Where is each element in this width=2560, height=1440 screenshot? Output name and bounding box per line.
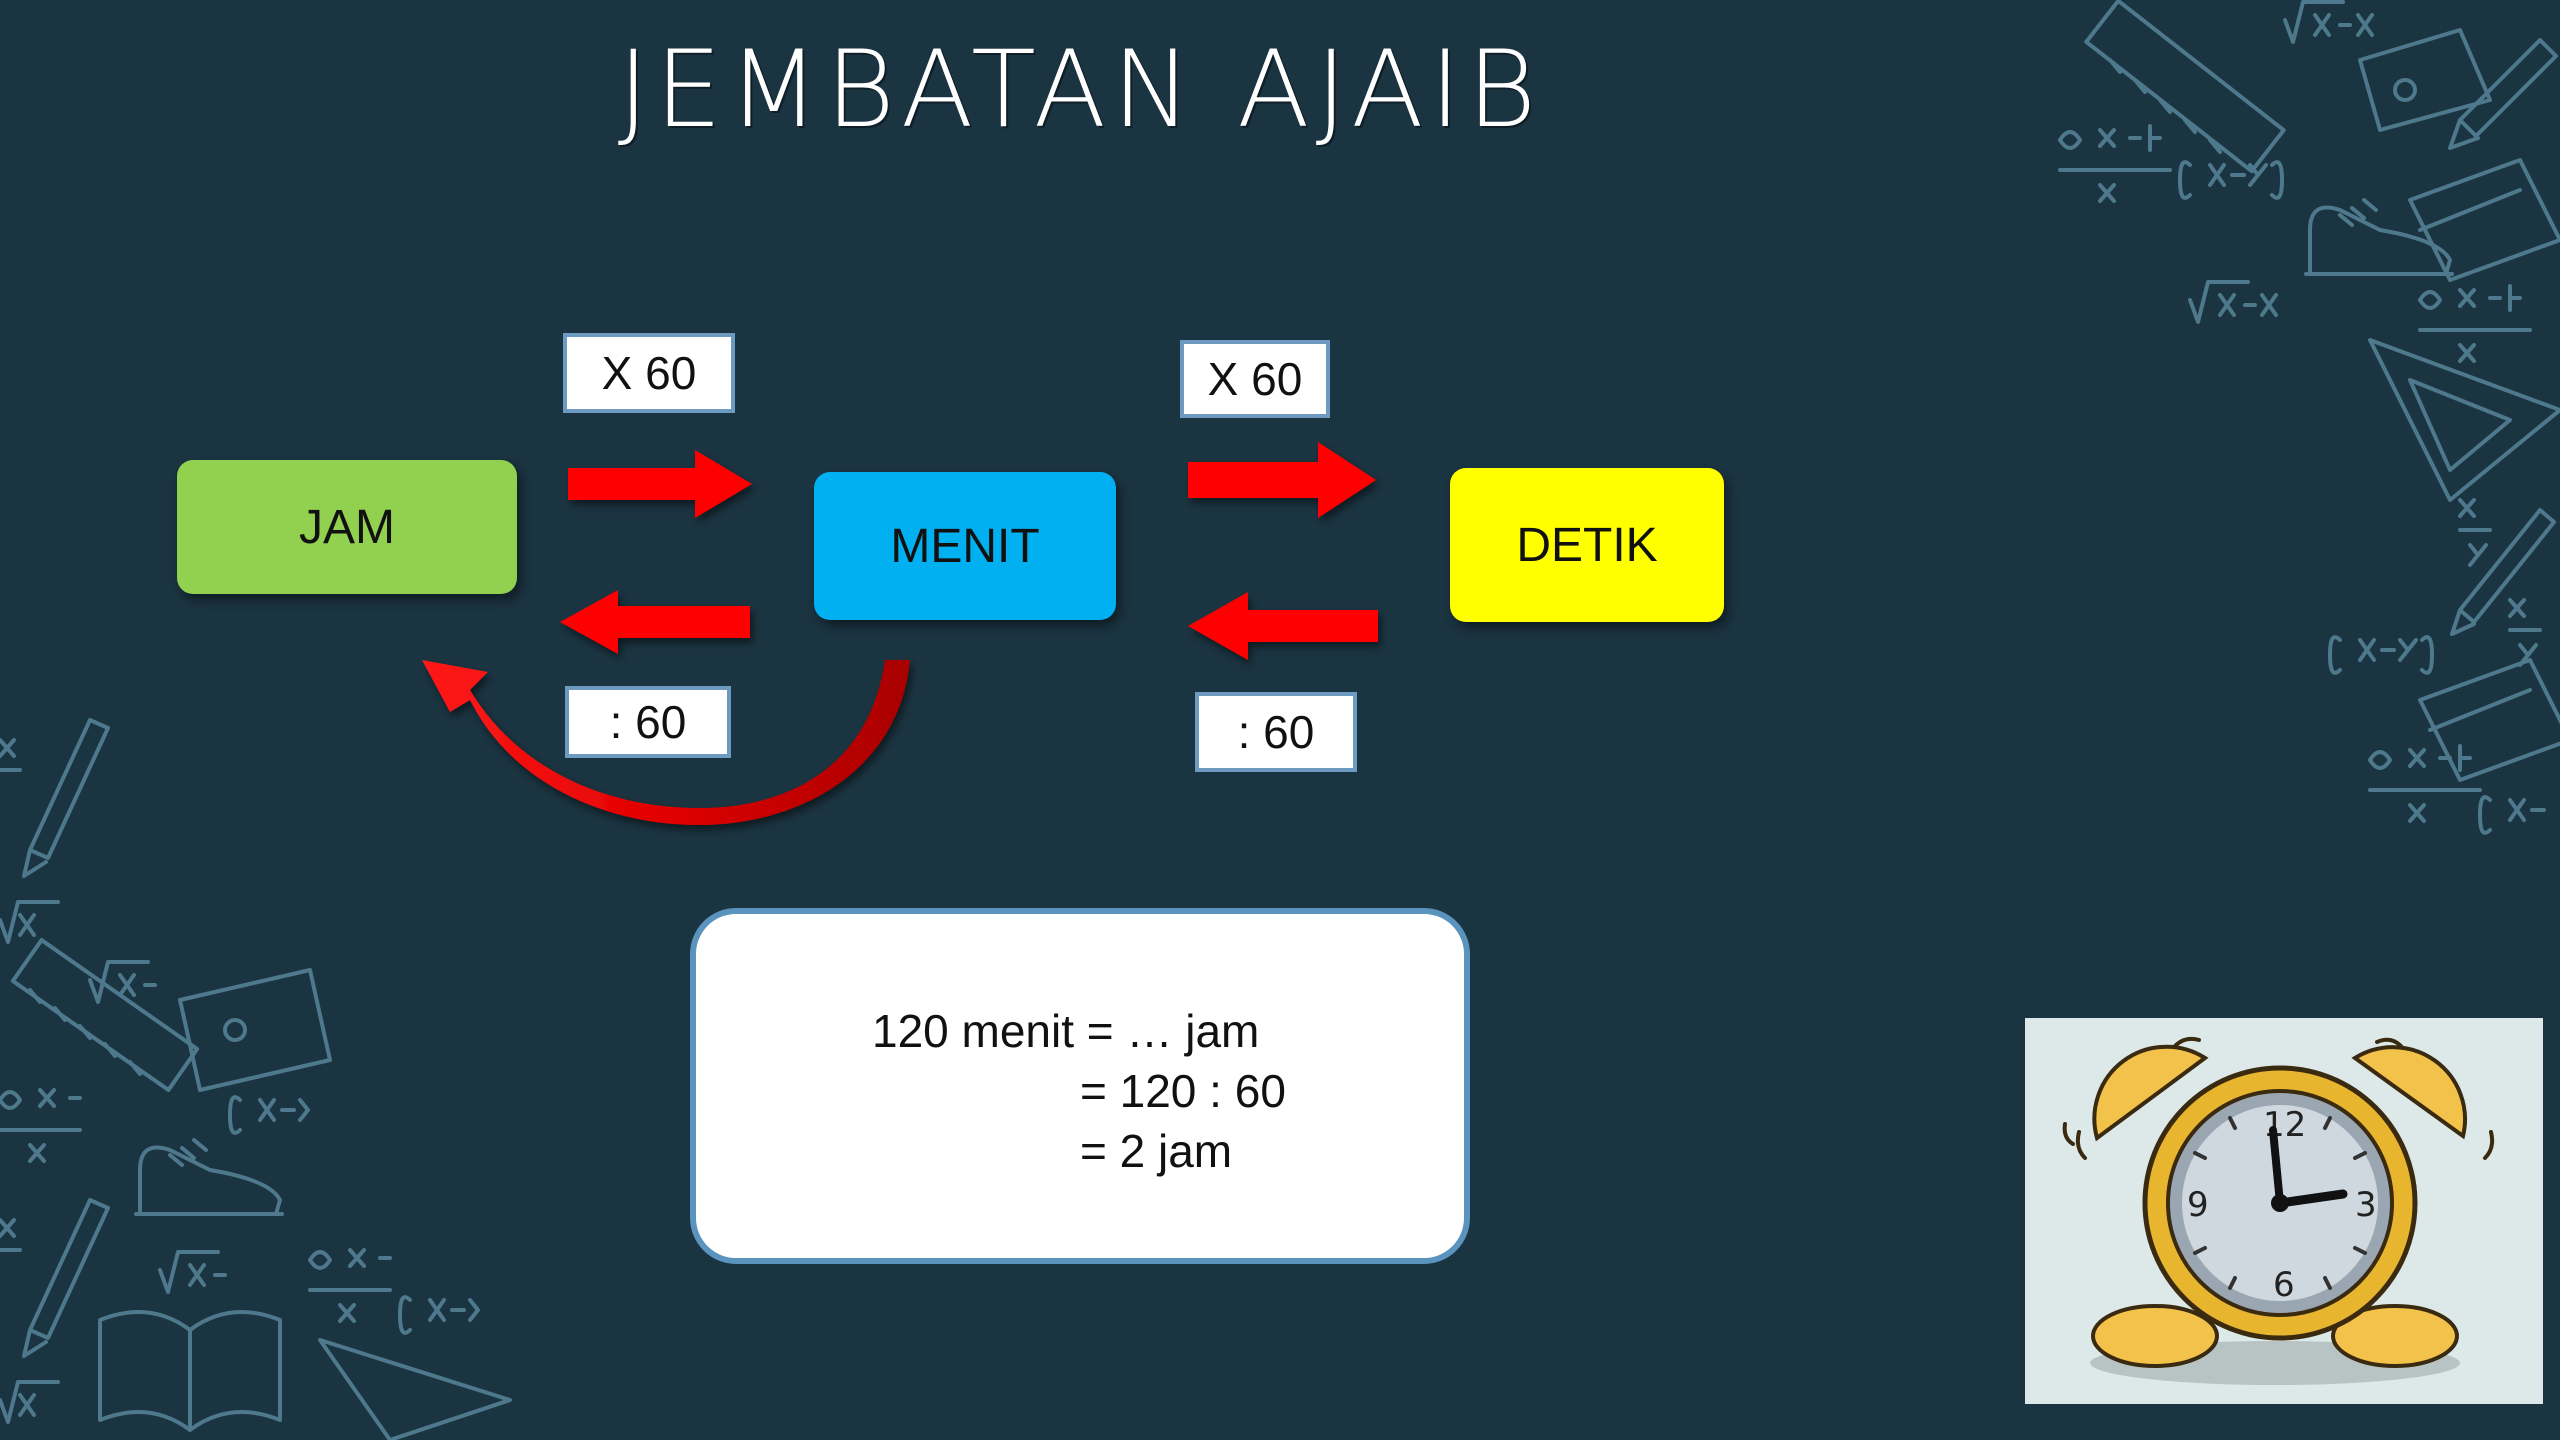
example-line-1: 120 menit = … jam [872,1005,1260,1057]
clock-numeral-6: 6 [2273,1265,2295,1305]
unit-box-menit: MENIT [814,472,1116,620]
clock-numeral-3: 3 [2355,1185,2377,1225]
clock-numeral-12: 12 [2263,1105,2306,1145]
example-line-3: = 2 jam [1080,1125,1233,1177]
arrow-right-menit-detik [1188,442,1376,518]
alarm-clock-picture: 12 3 6 9 [2025,1018,2543,1404]
example-card: 120 menit = … jam = 120 : 60 = 2 jam [690,908,1470,1264]
unit-label-menit: MENIT [890,519,1040,573]
label-menit-to-jam: : 60 [565,686,731,758]
example-line-2: = 120 : 60 [1080,1065,1286,1117]
arrow-left-detik-menit [1188,592,1378,660]
clock-numeral-9: 9 [2187,1185,2209,1225]
arrow-right-jam-menit [568,450,752,518]
unit-label-detik: DETIK [1516,518,1658,572]
clock-minute-hand [2269,1126,2284,1207]
unit-box-detik: DETIK [1450,468,1724,622]
curved-arrow-menit-to-jam [422,660,910,825]
arrow-left-menit-jam [560,590,750,654]
unit-box-jam: JAM [177,460,517,594]
alarm-clock-icon: 12 3 6 9 [2062,1036,2495,1385]
unit-label-jam: JAM [299,500,395,554]
label-menit-to-detik: X 60 [1180,340,1330,418]
clock-hour-hand [2275,1189,2348,1208]
label-jam-to-menit: X 60 [563,333,735,413]
label-detik-to-menit: : 60 [1195,692,1357,772]
slide-title: JEMBATAN AJAIB [617,28,1543,151]
